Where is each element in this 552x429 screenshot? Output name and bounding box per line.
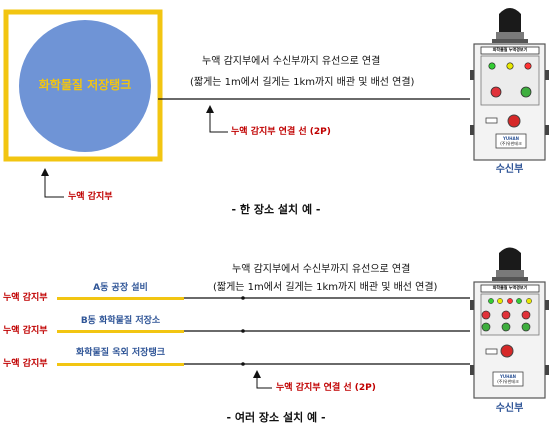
- site-bar-a: [57, 297, 184, 300]
- junction-a: [241, 296, 245, 300]
- site-label-c: 화학물질 옥외 저장탱크: [75, 348, 166, 358]
- top-sensor-label: 누액 감지부: [68, 192, 113, 202]
- top-receiver-label: 수신부: [495, 164, 524, 175]
- top-panel-title: 화학물질 누액경보기: [492, 47, 528, 52]
- bottom-cable-arrowhead: [253, 370, 261, 378]
- top-cable-label: 누액 감지부 연결 선 (2P): [231, 127, 331, 137]
- site-label-a: A동 공장 설비: [93, 283, 148, 293]
- svg-text:YUHAN: YUHAN: [502, 136, 519, 141]
- bottom-receiver-panel: YUHAN: [470, 247, 549, 399]
- top-connection-text-1: 누액 감지부에서 수신부까지 유선으로 연결: [202, 56, 381, 67]
- bottom-panel-title: 화학물질 누액경보기: [492, 285, 528, 290]
- sensor-label-b: 누액 감지부: [3, 326, 48, 336]
- bottom-panel-maker: (주)유한테크: [497, 379, 519, 384]
- sensor-label-c: 누액 감지부: [3, 359, 48, 369]
- bottom-connection-text-2: (짧게는 1m에서 길게는 1km까지 배관 및 배선 연결): [213, 282, 438, 293]
- bottom-cable-pointer: [256, 372, 272, 389]
- junction-c: [241, 362, 245, 366]
- site-bar-c: [57, 363, 184, 366]
- top-sensor-arrowhead: [41, 168, 49, 176]
- bottom-connection-text-1: 누액 감지부에서 수신부까지 유선으로 연결: [232, 264, 411, 275]
- junction-b: [241, 329, 245, 333]
- top-caption: - 한 장소 설치 예 -: [231, 203, 321, 216]
- top-cable-pointer: [209, 107, 228, 133]
- top-sensor-pointer: [44, 170, 64, 198]
- top-receiver-panel: YUHAN: [470, 8, 549, 161]
- bottom-caption: - 여러 장소 설치 예 -: [226, 411, 326, 424]
- bottom-receiver-label: 수신부: [495, 403, 524, 414]
- site-bar-b: [57, 330, 184, 333]
- tank-circle: [19, 20, 151, 152]
- sensor-label-a: 누액 감지부: [3, 293, 48, 303]
- site-label-b: B동 화학물질 저장소: [80, 316, 161, 326]
- top-cable-arrowhead: [206, 105, 214, 113]
- tank-label: 화학물질 저장탱크: [38, 78, 132, 92]
- top-connection-text-2: (짧게는 1m에서 길게는 1km까지 배관 및 배선 연결): [190, 77, 415, 88]
- svg-text:YUHAN: YUHAN: [499, 374, 516, 379]
- top-panel-maker: (주)유한테크: [500, 141, 522, 146]
- bottom-cable-label: 누액 감지부 연결 선 (2P): [276, 383, 376, 393]
